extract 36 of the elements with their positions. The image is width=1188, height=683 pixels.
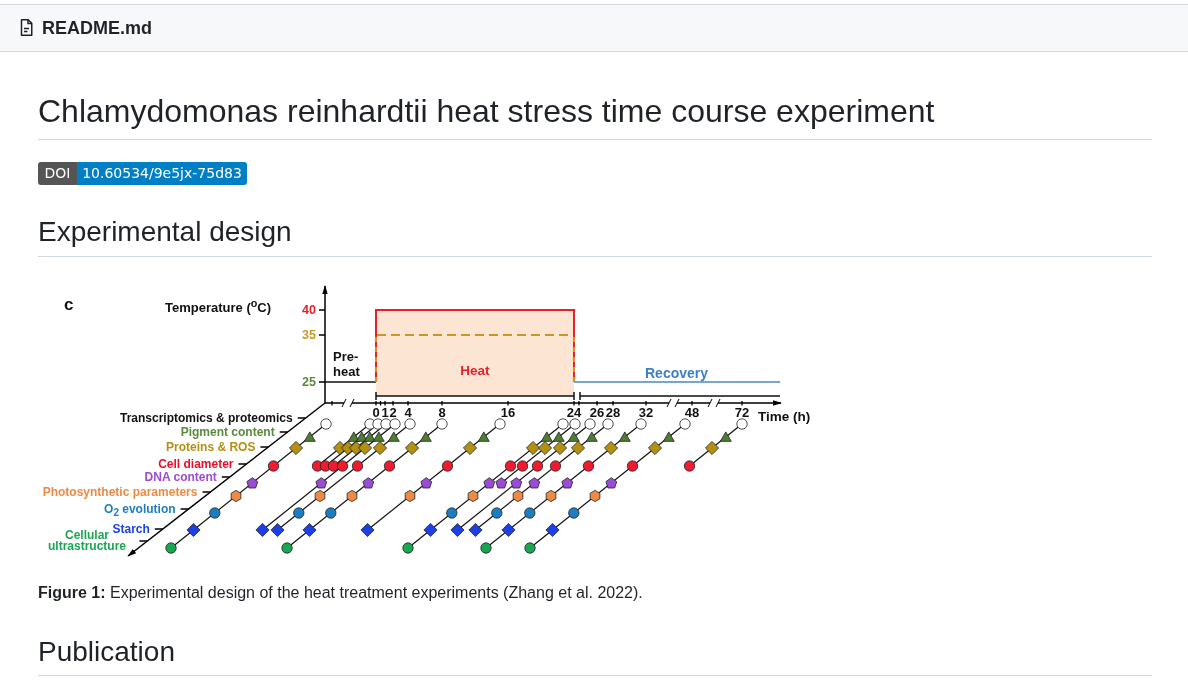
axis-tick-label: 16 [500,406,516,419]
row-label: DNA content [144,470,217,484]
row-label: O$_{2}$ evolution [104,502,176,521]
panel-letter: c [64,295,74,315]
section-heading: Publication [38,635,175,669]
axis-title: Temperature ($^{o}$C) [165,296,272,316]
row-label: Pigment content [180,425,275,439]
row-label: Proteins & ROS [166,440,256,454]
badge-label: DOI [38,162,77,185]
phase-label: Pre-heat [333,348,361,379]
axis-tick-label: 1 [381,406,389,419]
shaded-region [376,310,574,396]
axis-tick-label: 25 [302,375,316,389]
page-title: Chlamydomonas reinhardtii heat stress time course experiment [38,92,935,131]
axis-title: Time (h) [758,409,811,425]
axis-tick-label: 26 [589,406,605,419]
axis-tick-label: 72 [734,406,750,419]
axis-tick-label: 35 [302,328,316,342]
axis-tick-label: 48 [684,406,700,419]
axis-tick-label: 0 [372,406,380,419]
row-label: Cell diameter [158,457,234,471]
row-label: Transcriptomics & proteomics [120,411,293,425]
row-label: Photosynthetic parameters [42,485,198,499]
axis-tick-label: 40 [302,303,316,317]
axis-tick-label: 8 [438,406,446,419]
axis-tick-label: 32 [638,406,654,419]
axis-tick-label: 28 [605,406,621,419]
axis-tick-label: 4 [404,406,412,419]
badge-value: 10.60534/9e5jx-75d83 [77,162,247,185]
region-label: Heat [459,363,491,379]
section-heading: Experimental design [38,215,292,249]
phase-label: Recovery [645,365,709,381]
axis-tick-label: 24 [566,406,582,419]
axis-tick-label: 2 [389,406,397,419]
file-name: README.md [42,17,152,39]
figure-caption: Figure 1: Experimental design of the heat treatment experiments (Zhang et al. 2022). [38,583,643,603]
